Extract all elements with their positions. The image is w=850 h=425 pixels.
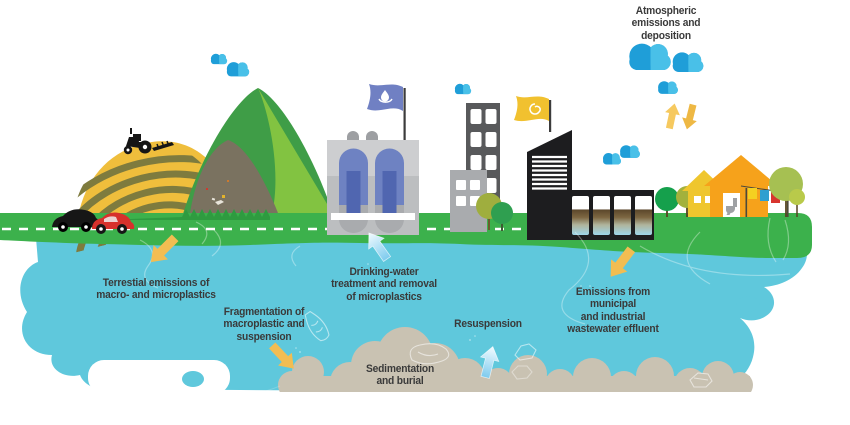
water-droplet-shape — [182, 371, 204, 387]
treatment-tanks — [572, 196, 652, 235]
cloud-icon — [658, 81, 678, 94]
water-flag-icon — [367, 84, 403, 111]
deposition-down-arrow — [679, 102, 701, 132]
cloud-icon — [210, 53, 228, 65]
plastic-litter-sketches — [304, 310, 713, 388]
city-buildings — [450, 103, 513, 232]
grass-fringe — [106, 209, 270, 220]
residential-houses — [655, 155, 805, 217]
tractor-icon — [123, 128, 174, 155]
car-icon — [92, 212, 135, 234]
label-atmospheric: Atmospheric emissions and deposition — [631, 5, 701, 42]
water-wave-notch — [88, 360, 230, 394]
label-resuspension: Resuspension — [454, 318, 522, 330]
cloud-icon — [620, 145, 640, 158]
tree-icon — [476, 193, 513, 231]
water-body — [20, 238, 808, 394]
toilet-icon — [725, 198, 737, 215]
landfill-slope — [190, 140, 278, 213]
tree-icon — [769, 167, 805, 217]
label-drinking-water: Drinking-water treatment and removal of … — [331, 266, 437, 303]
cloud-icon — [226, 62, 250, 77]
label-fragmentation: Fragmentation of macroplastic and suspen… — [223, 306, 305, 343]
cloud-icon — [672, 52, 704, 72]
wastewater-plant — [514, 96, 654, 240]
mountain — [183, 88, 333, 214]
deposition-up-arrow — [661, 101, 683, 131]
sediment-bed — [278, 327, 753, 392]
cloud-icon — [454, 83, 472, 95]
car-icon — [52, 209, 100, 232]
label-sedimentation: Sedimentation and burial — [365, 363, 435, 388]
water-droplet-shape — [736, 296, 760, 312]
particle-specks — [295, 263, 591, 353]
factory-flag-icon — [514, 96, 549, 122]
litter-specks — [206, 180, 229, 205]
cloud-icon — [603, 153, 621, 165]
water-treatment-plant — [327, 84, 419, 235]
label-wastewater: Emissions from municipal and industrial … — [567, 286, 659, 336]
swirl-lines — [139, 217, 791, 398]
cloud-icon — [629, 43, 671, 71]
label-terrestrial: Terrestial emissions of macro- and micro… — [96, 277, 216, 302]
